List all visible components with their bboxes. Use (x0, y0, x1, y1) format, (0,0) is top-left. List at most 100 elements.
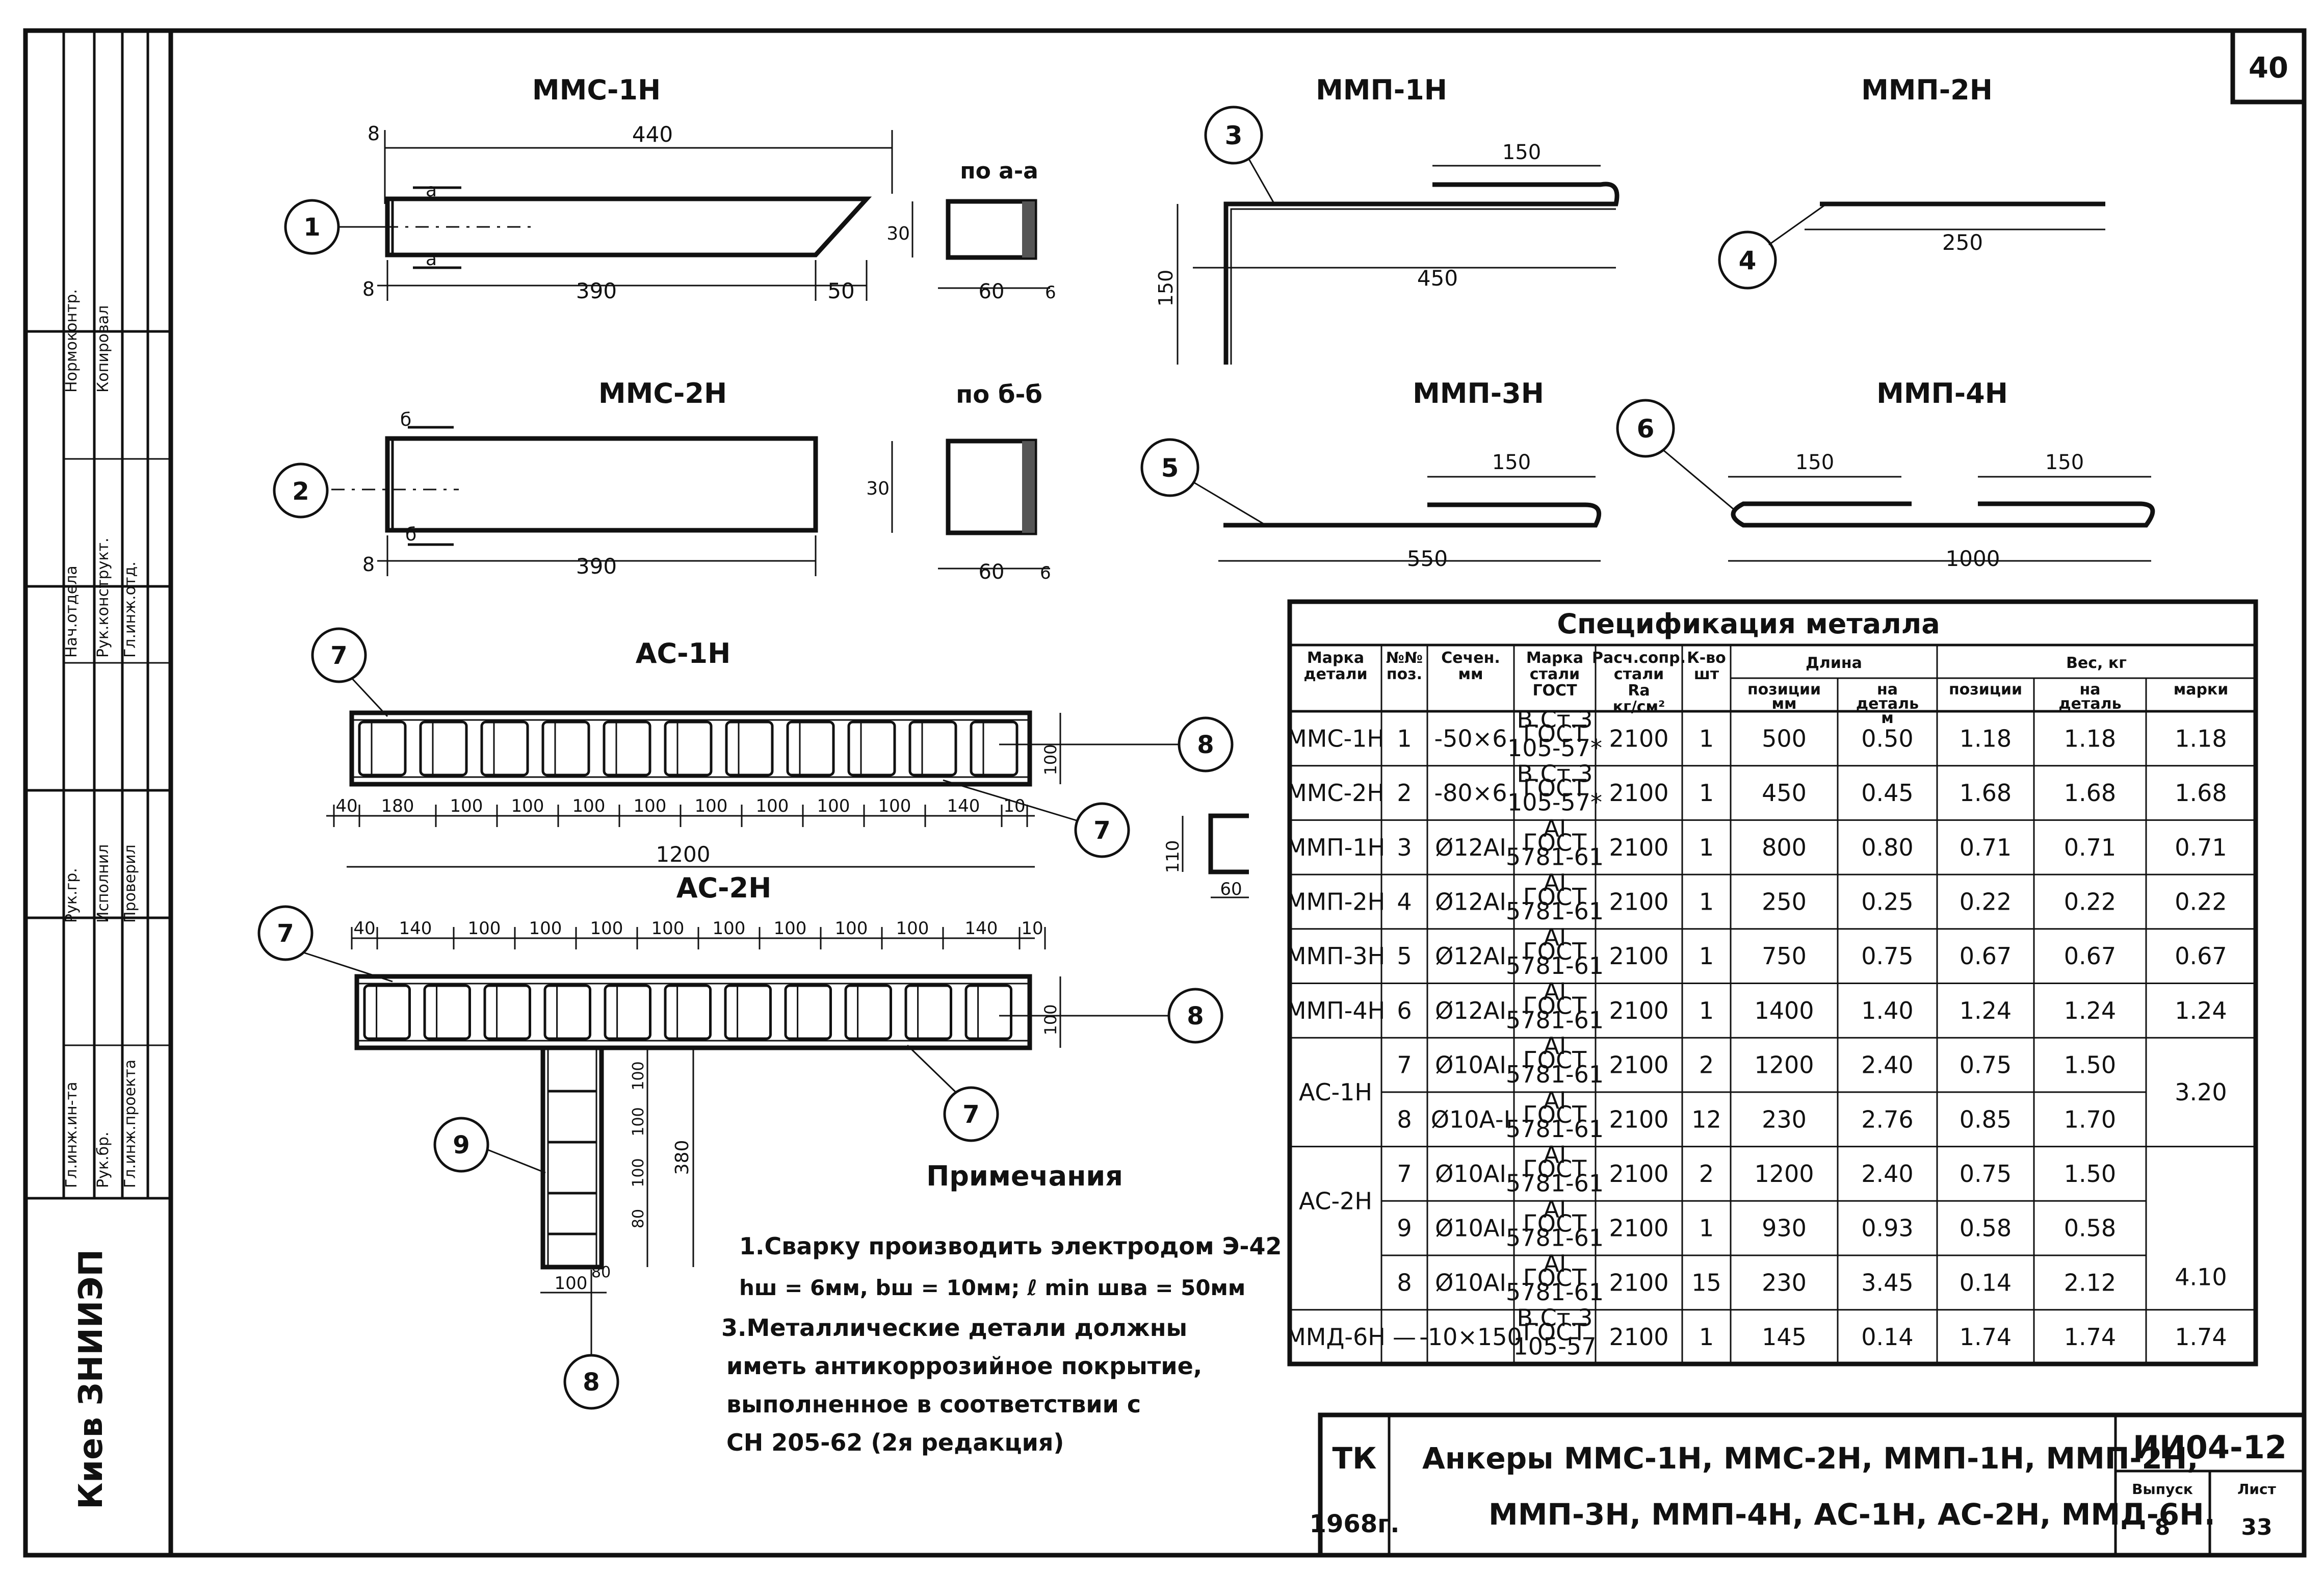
spec-cell: 0.71 (2175, 834, 2227, 861)
sidebar-role-label: Гл.инж.отд. (121, 561, 139, 658)
dimension-label: 100 (713, 918, 746, 939)
spec-header-label: мм (1458, 665, 1483, 683)
spec-cell: 0.58 (2064, 1215, 2116, 1242)
svg-text:1: 1 (303, 213, 320, 242)
spec-cell: Ø12АI (1435, 834, 1506, 861)
spec-cell: 2100 (1609, 942, 1668, 970)
dimension-label: 100 (590, 918, 623, 939)
spec-cell: 2100 (1609, 1323, 1668, 1351)
svg-text:8: 8 (583, 1368, 599, 1397)
spec-cell: Ø12АI (1435, 888, 1506, 915)
spec-cell: 12 (1691, 1105, 1721, 1133)
spec-cell-steel: 105-57 (1513, 1333, 1597, 1360)
svg-text:150: 150 (1492, 451, 1531, 474)
spec-cell: 500 (1762, 725, 1807, 752)
spec-header-label: Вес, кг (2066, 654, 2127, 672)
svg-text:6: 6 (1637, 414, 1655, 444)
spec-cell: 0.71 (1960, 834, 2012, 861)
spec-cell: 0.67 (2064, 942, 2116, 970)
svg-text:б: б (405, 524, 416, 545)
dimension-label: 100 (817, 796, 850, 816)
svg-text:550: 550 (1407, 546, 1448, 571)
spec-cell: 0.14 (1960, 1269, 2012, 1296)
dimension-label: 40 (335, 796, 357, 816)
spec-cell: 1.74 (1960, 1323, 2012, 1351)
dimension-label: 100 (896, 918, 929, 939)
svg-text:8: 8 (1197, 731, 1214, 759)
svg-text:7: 7 (330, 641, 347, 670)
spec-cell: 2100 (1609, 725, 1668, 752)
spec-cell: 2100 (1609, 1105, 1668, 1133)
mmp1-title: ММП-1Н (1316, 74, 1447, 106)
spec-cell: 1.50 (2064, 1051, 2116, 1079)
spec-header-label: стали (1530, 665, 1580, 683)
spec-cell: 1.24 (2064, 997, 2116, 1024)
note-line-6: СН 205-62 (2я редакция) (726, 1429, 1064, 1456)
dimension-label: 100 (634, 796, 667, 816)
mmp1-drawing: ММП-1Н 150 450 150 3 (1155, 74, 1620, 365)
spec-header-label: мм (1771, 695, 1796, 713)
spec-cell: 230 (1762, 1269, 1807, 1296)
svg-text:30: 30 (886, 223, 910, 244)
spec-cell: 5 (1397, 942, 1412, 970)
spec-cell-steel: 5781-61 (1506, 1170, 1604, 1197)
spec-cell: 145 (1762, 1323, 1807, 1351)
dimension-label: 100 (450, 796, 483, 816)
spec-cell: 8 (1397, 1269, 1412, 1296)
svg-text:60: 60 (979, 560, 1005, 584)
spec-cell: 230 (1762, 1105, 1807, 1133)
spec-cell: АС-1Н (1299, 1078, 1372, 1106)
page-number: 40 (2249, 51, 2288, 85)
spec-cell: 2.40 (1861, 1051, 1913, 1079)
spec-cell: -50×6 (1434, 725, 1507, 752)
svg-text:80: 80 (591, 1264, 611, 1281)
spec-cell-steel: 105-57* (1507, 734, 1602, 762)
note-line-4: иметь антикоррозийное покрытие, (726, 1352, 1202, 1380)
spec-cell-steel: ГОСТ (1523, 1209, 1587, 1237)
title-line-2: ММП-3Н, ММП-4Н, АС-1Н, АС-2Н, ММД-6Н. (1489, 1497, 2215, 1532)
spec-cell: 1200 (1754, 1160, 1814, 1188)
spec-cell: 750 (1762, 942, 1807, 970)
spec-cell-steel: АI (1543, 869, 1566, 896)
spec-cell-steel: АI (1543, 1195, 1566, 1223)
spec-cell: 1.24 (2175, 997, 2227, 1024)
spec-cell: 9 (1397, 1215, 1412, 1242)
spec-cell: Ø10АI (1435, 1269, 1506, 1296)
spec-cell-steel: ГОСТ (1523, 720, 1587, 748)
svg-text:60: 60 (979, 280, 1005, 303)
spec-cell-steel: ГОСТ (1523, 1101, 1587, 1128)
sidebar-institute: Киев ЗНИИЭП (72, 1249, 110, 1509)
svg-text:5: 5 (1161, 453, 1179, 483)
svg-text:2: 2 (292, 477, 309, 506)
spec-cell: 0.80 (1861, 834, 1913, 861)
dimension-label: 80 (630, 1209, 647, 1228)
spec-cell: 1 (1699, 1215, 1714, 1242)
spec-cell: 3 (1397, 834, 1412, 861)
svg-text:60: 60 (1220, 879, 1242, 899)
dimension-label: 10 (1021, 918, 1043, 939)
dimension-label: 100 (630, 1061, 647, 1090)
svg-text:100: 100 (1041, 1004, 1060, 1035)
svg-text:380: 380 (672, 1140, 693, 1175)
spec-cell: 1.50 (2064, 1160, 2116, 1188)
spec-cell-steel: 5781-61 (1506, 952, 1604, 980)
svg-text:150: 150 (1795, 451, 1834, 474)
spec-cell: 0.14 (1861, 1323, 1913, 1351)
spec-cell: 1.18 (2175, 725, 2227, 752)
spec-cell: Ø12АI (1435, 997, 1506, 1024)
spec-cell: ММС-1Н (1287, 725, 1385, 752)
spec-cell-steel: АI (1543, 814, 1566, 842)
svg-text:по а-а: по а-а (960, 158, 1038, 184)
spec-cell: 250 (1762, 888, 1807, 915)
spec-cell: ММП-1Н (1286, 834, 1385, 861)
note-line-5: выполненное в соответствии с (726, 1390, 1141, 1418)
sidebar-role-label: Рук.гр. (63, 868, 81, 923)
spec-title: Спецификация металла (1557, 608, 1940, 640)
dimension-label: 100 (468, 918, 501, 939)
spec-header-label: поз. (1387, 665, 1422, 683)
spec-cell: 1.18 (2064, 725, 2116, 752)
title-line-1: Анкеры ММС-1Н, ММС-2Н, ММП-1Н, ММП-2Н, (1422, 1441, 2198, 1476)
mms2-title: ММС-2Н (598, 377, 727, 409)
list-label: Лист (2237, 1481, 2276, 1498)
svg-text:9: 9 (453, 1131, 469, 1159)
